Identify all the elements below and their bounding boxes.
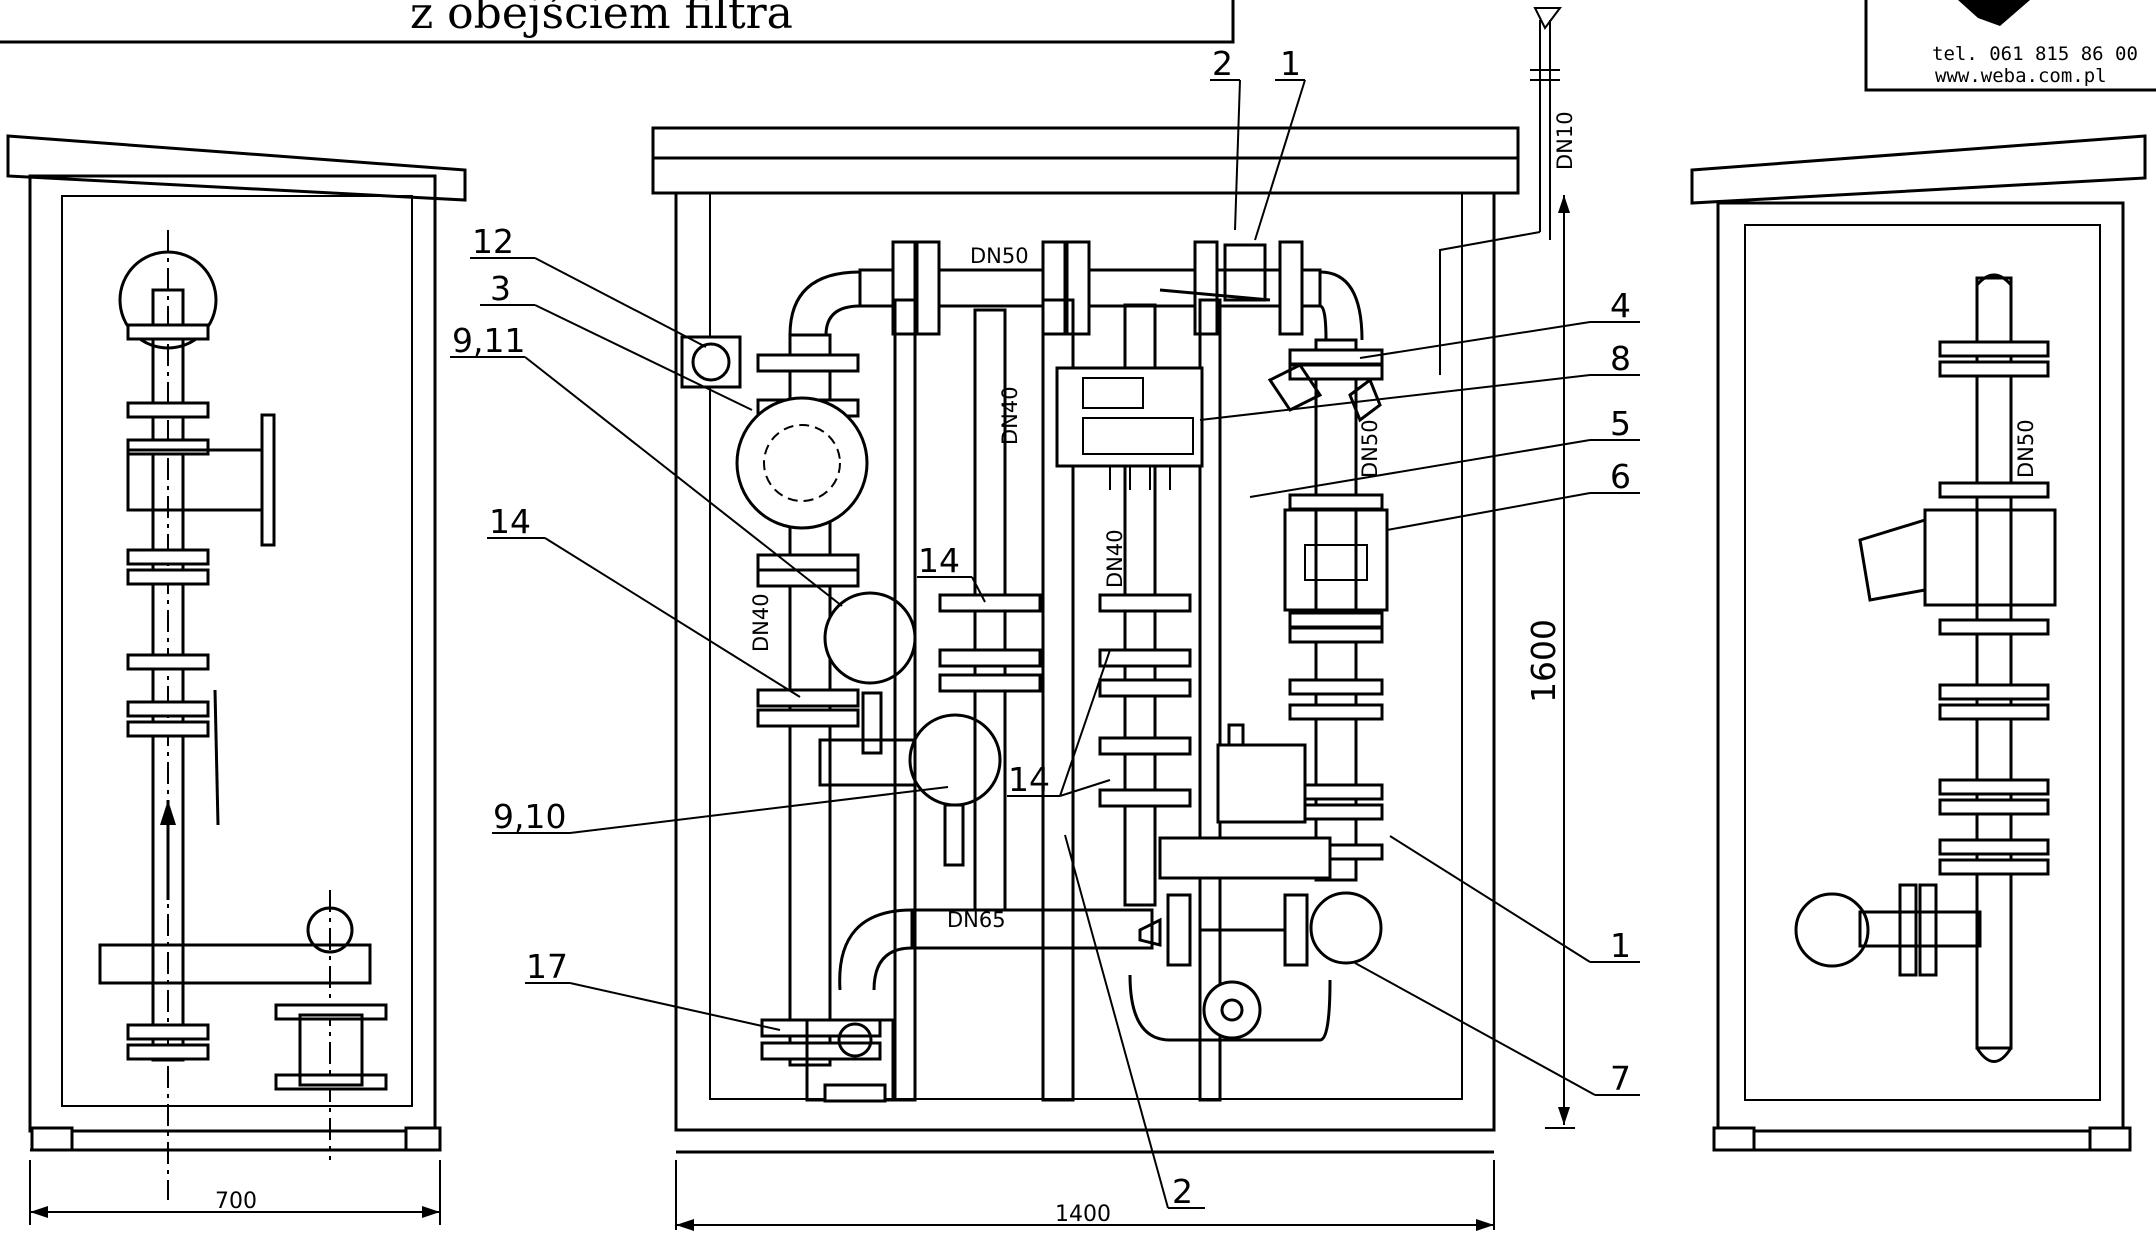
callout-9-10: 9,10 <box>493 797 566 836</box>
pipe-label-dn40-b: DN40 <box>1103 529 1127 588</box>
callout-14-mid: 14 <box>918 541 960 580</box>
left-side-view <box>6 134 467 1200</box>
dimension-1600: 1600 <box>1524 619 1563 703</box>
front-view <box>651 126 1520 1154</box>
dimension-1400: 1400 <box>1055 1202 1111 1227</box>
callout-2-top: 2 <box>1212 44 1233 83</box>
pipe-label-dn65: DN65 <box>947 908 1006 932</box>
dimension-700: 700 <box>215 1189 257 1214</box>
callout-5: 5 <box>1610 404 1631 443</box>
callout-7: 7 <box>1610 1059 1631 1098</box>
callout-14-left: 14 <box>489 502 531 541</box>
pipe-label-dn10: DN10 <box>1553 111 1577 170</box>
pressure-regulator <box>1216 743 1307 824</box>
callout-17: 17 <box>526 947 568 986</box>
callout-6: 6 <box>1610 457 1631 496</box>
company-logo-icon <box>1958 0 2030 26</box>
pipe-label-dn40-a: DN40 <box>998 386 1022 445</box>
pipe-label-dn50-top: DN50 <box>970 244 1029 268</box>
right-side-view <box>1690 134 2147 1152</box>
vent-cap-icon <box>1533 7 1562 30</box>
callout-12: 12 <box>472 222 514 261</box>
pipe-size-labels: DN50 DN40 DN40 DN40 DN50 DN65 DN10 DN50 <box>749 111 2038 932</box>
callout-2-bottom: 2 <box>1172 1172 1193 1211</box>
callout-9-11: 9,11 <box>452 321 525 360</box>
callout-1-bottom: 1 <box>1610 926 1631 965</box>
company-block: tel. 061 815 86 00 www.weba.com.pl <box>1864 0 2156 92</box>
pipe-label-dn40-c: DN40 <box>749 593 773 652</box>
callout-8: 8 <box>1610 339 1631 378</box>
callouts: 12 3 9,11 14 14 14 9,10 17 2 1 4 <box>450 44 1640 1211</box>
title-block: z obejściem filtra <box>0 0 1235 44</box>
callout-4: 4 <box>1610 286 1631 325</box>
pipe-label-dn50-right: DN50 <box>1358 419 1382 478</box>
company-website: www.weba.com.pl <box>1935 65 2107 87</box>
callout-1-top: 1 <box>1280 44 1301 83</box>
company-phone: tel. 061 815 86 00 <box>1932 43 2138 65</box>
dimension-lines: 700 1400 1600 <box>29 195 1575 1231</box>
gas-meter <box>1283 508 1389 612</box>
callout-14-lower: 14 <box>1008 760 1050 799</box>
dn10-vent-line <box>1439 7 1562 375</box>
callout-3: 3 <box>490 269 511 308</box>
pipe-label-dn50-side: DN50 <box>2014 419 2038 478</box>
drawing-title: z obejściem filtra <box>410 0 793 39</box>
